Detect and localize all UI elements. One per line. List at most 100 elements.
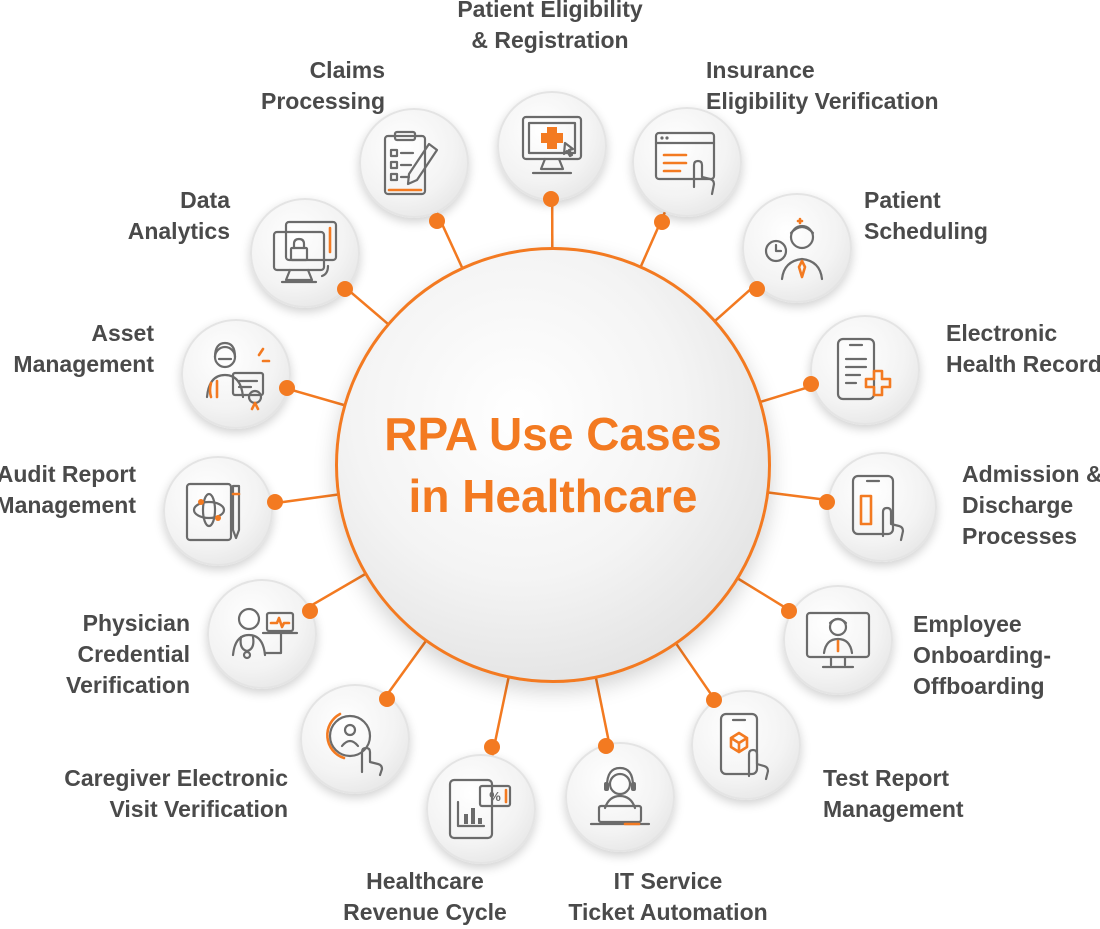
label-line: Electronic bbox=[946, 320, 1058, 346]
connector-dot-asset-management bbox=[279, 380, 295, 396]
label-line: Revenue Cycle bbox=[343, 899, 507, 925]
connector-dot-caregiver-evv bbox=[379, 691, 395, 707]
label-line: Patient Eligibility bbox=[457, 0, 643, 22]
connector-dot-admission-discharge bbox=[819, 494, 835, 510]
node-asset-management bbox=[181, 319, 291, 429]
node-audit-report bbox=[163, 456, 273, 566]
node-test-report bbox=[691, 690, 801, 800]
label-line: Visit Verification bbox=[109, 796, 288, 822]
phone-box-hand-icon bbox=[719, 712, 770, 781]
label-line: Asset bbox=[91, 320, 154, 346]
node-revenue-cycle: % bbox=[426, 754, 536, 864]
label-line: Management bbox=[823, 796, 964, 822]
computer-medical-cross-icon bbox=[521, 115, 583, 175]
label-line: Processes bbox=[962, 523, 1078, 549]
label-line: Scheduling bbox=[864, 218, 988, 244]
label-line: Ticket Automation bbox=[568, 899, 768, 925]
label-line: Processing bbox=[261, 88, 385, 114]
label-line: IT Service bbox=[613, 868, 723, 894]
node-it-service bbox=[565, 742, 675, 852]
label-line: Insurance bbox=[706, 57, 815, 83]
connector-dot-it-service bbox=[598, 738, 614, 754]
label-line: & Registration bbox=[471, 27, 629, 53]
connector-dot-data-analytics bbox=[337, 281, 353, 297]
label-line: Offboarding bbox=[913, 673, 1045, 699]
label-patient-eligibility: Patient Eligibility & Registration bbox=[457, 0, 642, 56]
svg-text:%: % bbox=[489, 789, 501, 804]
connector-dot-physician-credential bbox=[302, 603, 318, 619]
label-line: Healthcare bbox=[366, 868, 484, 894]
headset-agent-laptop-icon bbox=[589, 766, 651, 826]
clipboard-pen-icon bbox=[383, 130, 439, 196]
connector-dot-revenue-cycle bbox=[484, 739, 500, 755]
node-electronic-health-record bbox=[810, 315, 920, 425]
phone-medical-record-icon bbox=[836, 337, 892, 401]
label-line: Test Report bbox=[823, 765, 950, 791]
label-line: Data bbox=[180, 187, 230, 213]
label-line: Physician bbox=[82, 610, 190, 636]
connector-dot-electronic-health-record bbox=[803, 376, 819, 392]
browser-window-hand-icon bbox=[654, 131, 716, 196]
label-line: Audit Report bbox=[0, 461, 136, 487]
person-certificate-icon bbox=[205, 341, 271, 411]
connector-physician-credential bbox=[306, 571, 369, 609]
connector-it-service bbox=[594, 674, 611, 747]
label-line: Claims bbox=[309, 57, 385, 83]
connector-dot-claims-processing bbox=[429, 213, 445, 229]
node-insurance-eligibility bbox=[632, 107, 742, 217]
label-line: Patient bbox=[864, 187, 941, 213]
label-line: Verification bbox=[66, 672, 190, 698]
monitor-person-icon bbox=[805, 611, 871, 669]
label-line: Discharge bbox=[962, 492, 1074, 518]
node-employee-onboarding bbox=[783, 585, 893, 695]
label-line: Admission & bbox=[962, 461, 1100, 487]
connector-dot-employee-onboarding bbox=[781, 603, 797, 619]
person-touch-hand-icon bbox=[326, 712, 384, 777]
tablet-hand-icon bbox=[851, 474, 905, 542]
doctor-clock-icon bbox=[764, 217, 824, 281]
label-line: Employee bbox=[913, 611, 1022, 637]
label-line: Management bbox=[13, 351, 154, 377]
label-line: Onboarding- bbox=[913, 642, 1051, 668]
node-claims-processing bbox=[359, 108, 469, 218]
connector-data-analytics bbox=[343, 285, 392, 327]
node-physician-credential bbox=[207, 579, 317, 689]
node-caregiver-evv bbox=[300, 684, 410, 794]
hub-title-line-2: in Healthcare bbox=[408, 470, 698, 522]
label-line: Caregiver Electronic bbox=[64, 765, 288, 791]
connector-dot-test-report bbox=[706, 692, 722, 708]
hub-title-line-1: RPA Use Cases bbox=[384, 408, 722, 460]
doctor-stethoscope-laptop-icon bbox=[231, 607, 299, 660]
connector-caregiver-evv bbox=[384, 637, 429, 698]
tablet-bar-chart-percent-icon: % bbox=[448, 778, 512, 840]
monitor-lock-icon bbox=[272, 220, 338, 284]
node-admission-discharge bbox=[827, 452, 937, 562]
label-line: Eligibility Verification bbox=[706, 88, 939, 114]
hub-circle: RPA Use Cases in Healthcare bbox=[335, 247, 771, 683]
label-line: Management bbox=[0, 492, 136, 518]
label-line: Credential bbox=[77, 641, 190, 667]
label-line: Health Record bbox=[946, 351, 1100, 377]
connector-dot-patient-scheduling bbox=[749, 281, 765, 297]
connector-dot-patient-eligibility bbox=[543, 191, 559, 207]
connector-dot-audit-report bbox=[267, 494, 283, 510]
connector-asset-management bbox=[285, 387, 348, 408]
document-pen-icon bbox=[185, 482, 241, 542]
label-line: Analytics bbox=[127, 218, 230, 244]
